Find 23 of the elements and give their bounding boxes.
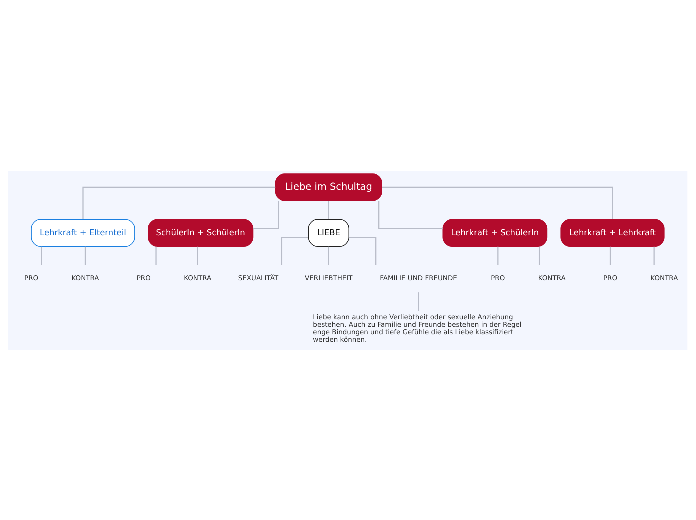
connector: [654, 246, 655, 265]
connector: [84, 246, 86, 265]
connector: [349, 236, 377, 265]
node-box: Lehrkraft + Elternteil: [31, 218, 136, 247]
node-box: Lehrkraft + Lehrkraft: [560, 218, 665, 247]
node-box: SchülerIn + SchülerIn: [148, 218, 254, 247]
connector: [253, 200, 280, 229]
connector: [197, 246, 198, 265]
connector: [82, 186, 276, 219]
node-box: Lehrkraft + SchülerIn: [442, 218, 548, 247]
connector: [281, 236, 308, 265]
connector: [382, 186, 614, 219]
connector: [418, 292, 420, 310]
connector: [328, 246, 330, 265]
node-box: LIEBE: [308, 218, 350, 247]
connector: [610, 246, 612, 265]
connector: [378, 200, 443, 229]
connector: [538, 246, 540, 265]
connector: [156, 246, 157, 265]
connector: [498, 246, 499, 265]
connector: [41, 246, 42, 265]
node-box: Liebe im Schultag: [275, 173, 382, 201]
connector: [328, 200, 330, 219]
